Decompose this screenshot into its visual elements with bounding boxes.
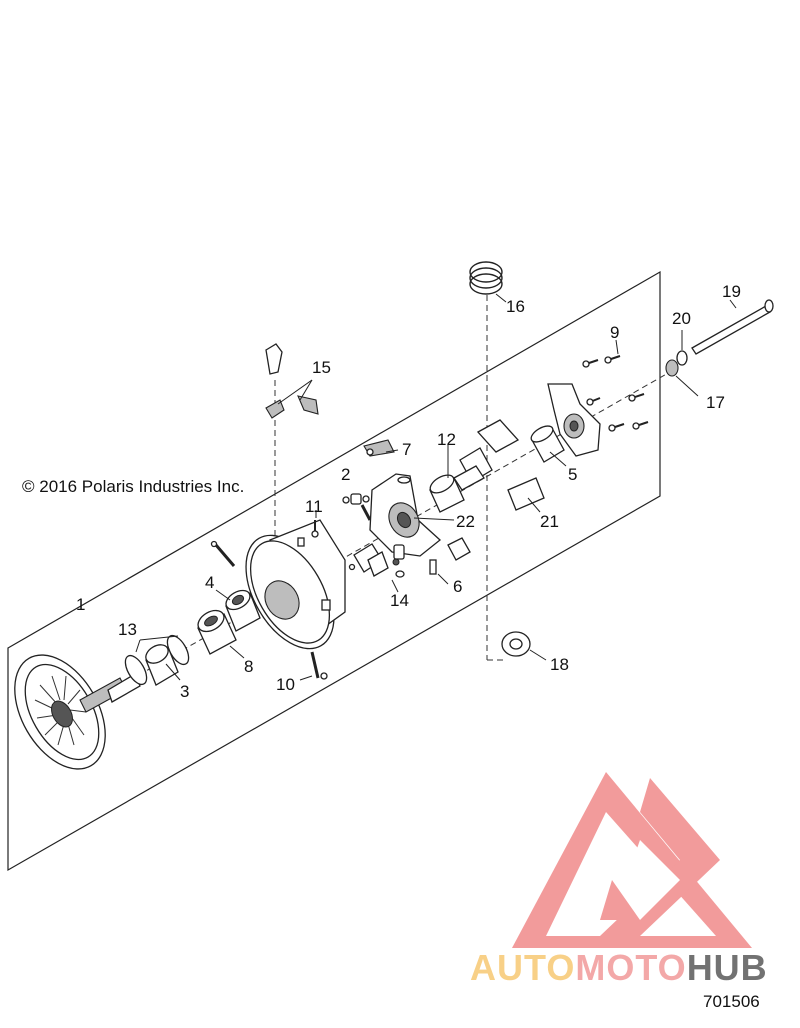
callout-7: 7 (402, 440, 411, 459)
callout-labels: 1 2 3 4 5 6 7 8 9 10 11 12 13 14 15 16 1… (76, 282, 741, 701)
callout-13: 13 (118, 620, 137, 639)
leader-lines (135, 293, 737, 681)
part-cover-plate (547, 383, 601, 457)
part-weight-7 (363, 439, 395, 457)
part-bushing-5 (530, 425, 565, 463)
part-bolt-19 (691, 299, 774, 355)
part-pin-6 (429, 537, 471, 575)
part-screw-11 (311, 520, 319, 538)
part-rollers-2 (342, 493, 372, 521)
figure-number: 701506 (703, 992, 760, 1011)
callout-15: 15 (312, 358, 331, 377)
watermark-moto: MOTO (575, 947, 686, 988)
part-bushing-3 (145, 644, 179, 686)
callout-19: 19 (722, 282, 741, 301)
watermark-inner-triangle-icon (600, 778, 720, 936)
copyright-text: © 2016 Polaris Industries Inc. (22, 477, 244, 496)
part-pin-small (214, 544, 236, 567)
callout-9: 9 (610, 323, 619, 342)
callout-22: 22 (456, 512, 475, 531)
callout-12: 12 (437, 430, 456, 449)
part-spring-16 (469, 261, 503, 295)
callout-6: 6 (453, 577, 462, 596)
watermark-logo: AUTOMOTOHUB (470, 772, 768, 988)
callout-16: 16 (506, 297, 525, 316)
callout-5: 5 (568, 465, 577, 484)
callout-14: 14 (390, 591, 409, 610)
part-pin-10 (310, 651, 328, 680)
part-sheave (14, 654, 141, 770)
part-screws-9 (582, 355, 649, 432)
callout-18: 18 (550, 655, 569, 674)
callout-11: 11 (305, 497, 323, 516)
callout-10: 10 (276, 675, 295, 694)
part-spider-22 (369, 473, 442, 557)
part-bushing-14 (393, 544, 405, 578)
part-washer-18 (501, 631, 531, 657)
part-cam-arms-15 (265, 343, 319, 419)
part-moveable-sheave (245, 519, 346, 650)
callout-3: 3 (180, 682, 189, 701)
callout-2: 2 (341, 465, 350, 484)
part-spider-buttons (348, 543, 400, 577)
callout-4: 4 (205, 573, 214, 592)
watermark-hub: HUB (687, 947, 768, 988)
callout-20: 20 (672, 309, 691, 328)
part-washer-20 (676, 350, 688, 366)
callout-17: 17 (706, 393, 725, 412)
part-bearing-4 (225, 589, 261, 632)
svg-text:AUTOMOTOHUB: AUTOMOTOHUB (470, 947, 768, 988)
callout-1: 1 (76, 595, 85, 614)
part-bushing-12 (429, 474, 465, 513)
watermark-auto: AUTO (470, 947, 575, 988)
part-bearing-8 (197, 609, 237, 655)
assembly-frame (7, 270, 661, 872)
callout-21: 21 (540, 512, 559, 531)
part-shoes-21 (453, 419, 545, 511)
part-nut-17 (665, 359, 679, 377)
part-pin-head (210, 540, 218, 548)
callout-8: 8 (244, 657, 253, 676)
